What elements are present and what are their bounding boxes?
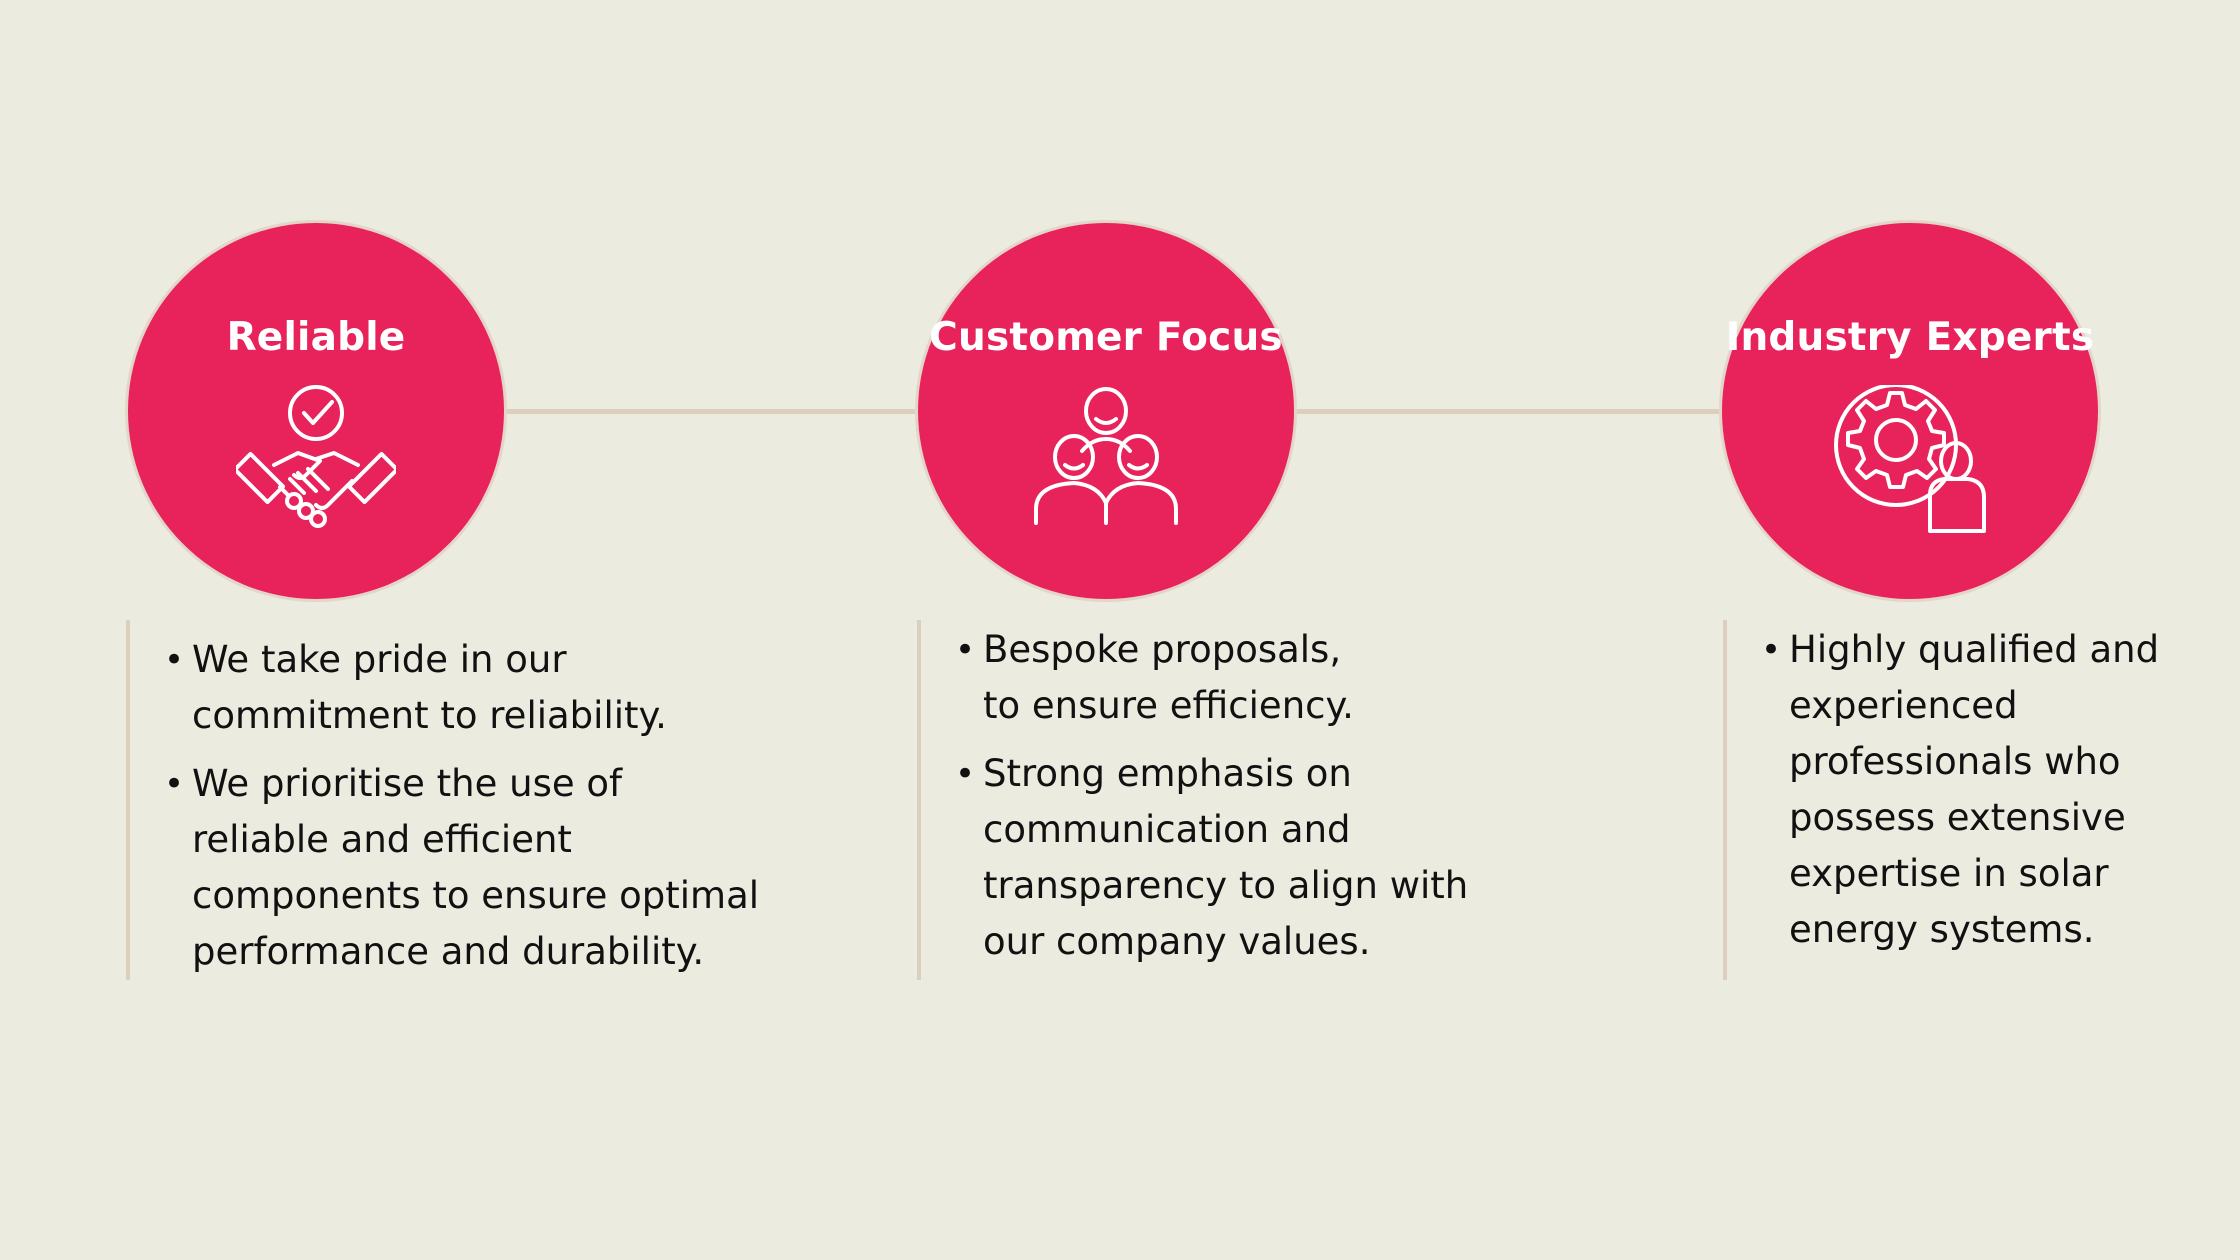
industry-experts-title: Industry Experts bbox=[1725, 315, 2095, 360]
reliable-bullet-list: We take pride in our commitment to relia… bbox=[130, 632, 816, 980]
reliable-title: Reliable bbox=[226, 315, 406, 360]
customer-focus-title: Customer Focus bbox=[929, 315, 1283, 360]
industry-experts-circle: Industry Experts bbox=[1722, 223, 2098, 599]
reliable-card: We take pride in our commitment to relia… bbox=[126, 620, 816, 980]
gear-person-icon bbox=[1830, 383, 1990, 535]
customer-focus-circle: Customer Focus bbox=[918, 223, 1294, 599]
customer-focus-card: Bespoke proposals, to ensure efficiency.… bbox=[917, 620, 1517, 980]
list-item: Bespoke proposals, to ensure efficiency. bbox=[921, 622, 1517, 734]
people-group-icon bbox=[1026, 385, 1186, 535]
industry-experts-card: Highly qualified and experienced profess… bbox=[1723, 620, 2203, 980]
reliable-circle: Reliable bbox=[128, 223, 504, 599]
connector-line-2 bbox=[1292, 409, 1726, 414]
list-item: We prioritise the use of reliable and ef… bbox=[130, 756, 816, 980]
customer-focus-bullet-list: Bespoke proposals, to ensure efficiency.… bbox=[921, 622, 1517, 970]
industry-experts-bullet-list: Highly qualified and experienced profess… bbox=[1727, 622, 2203, 958]
connector-line-1 bbox=[500, 409, 922, 414]
list-item: We take pride in our commitment to relia… bbox=[130, 632, 816, 744]
handshake-check-icon bbox=[232, 385, 400, 535]
list-item: Highly qualified and experienced profess… bbox=[1727, 622, 2203, 958]
list-item: Strong emphasis on communication and tra… bbox=[921, 746, 1517, 970]
